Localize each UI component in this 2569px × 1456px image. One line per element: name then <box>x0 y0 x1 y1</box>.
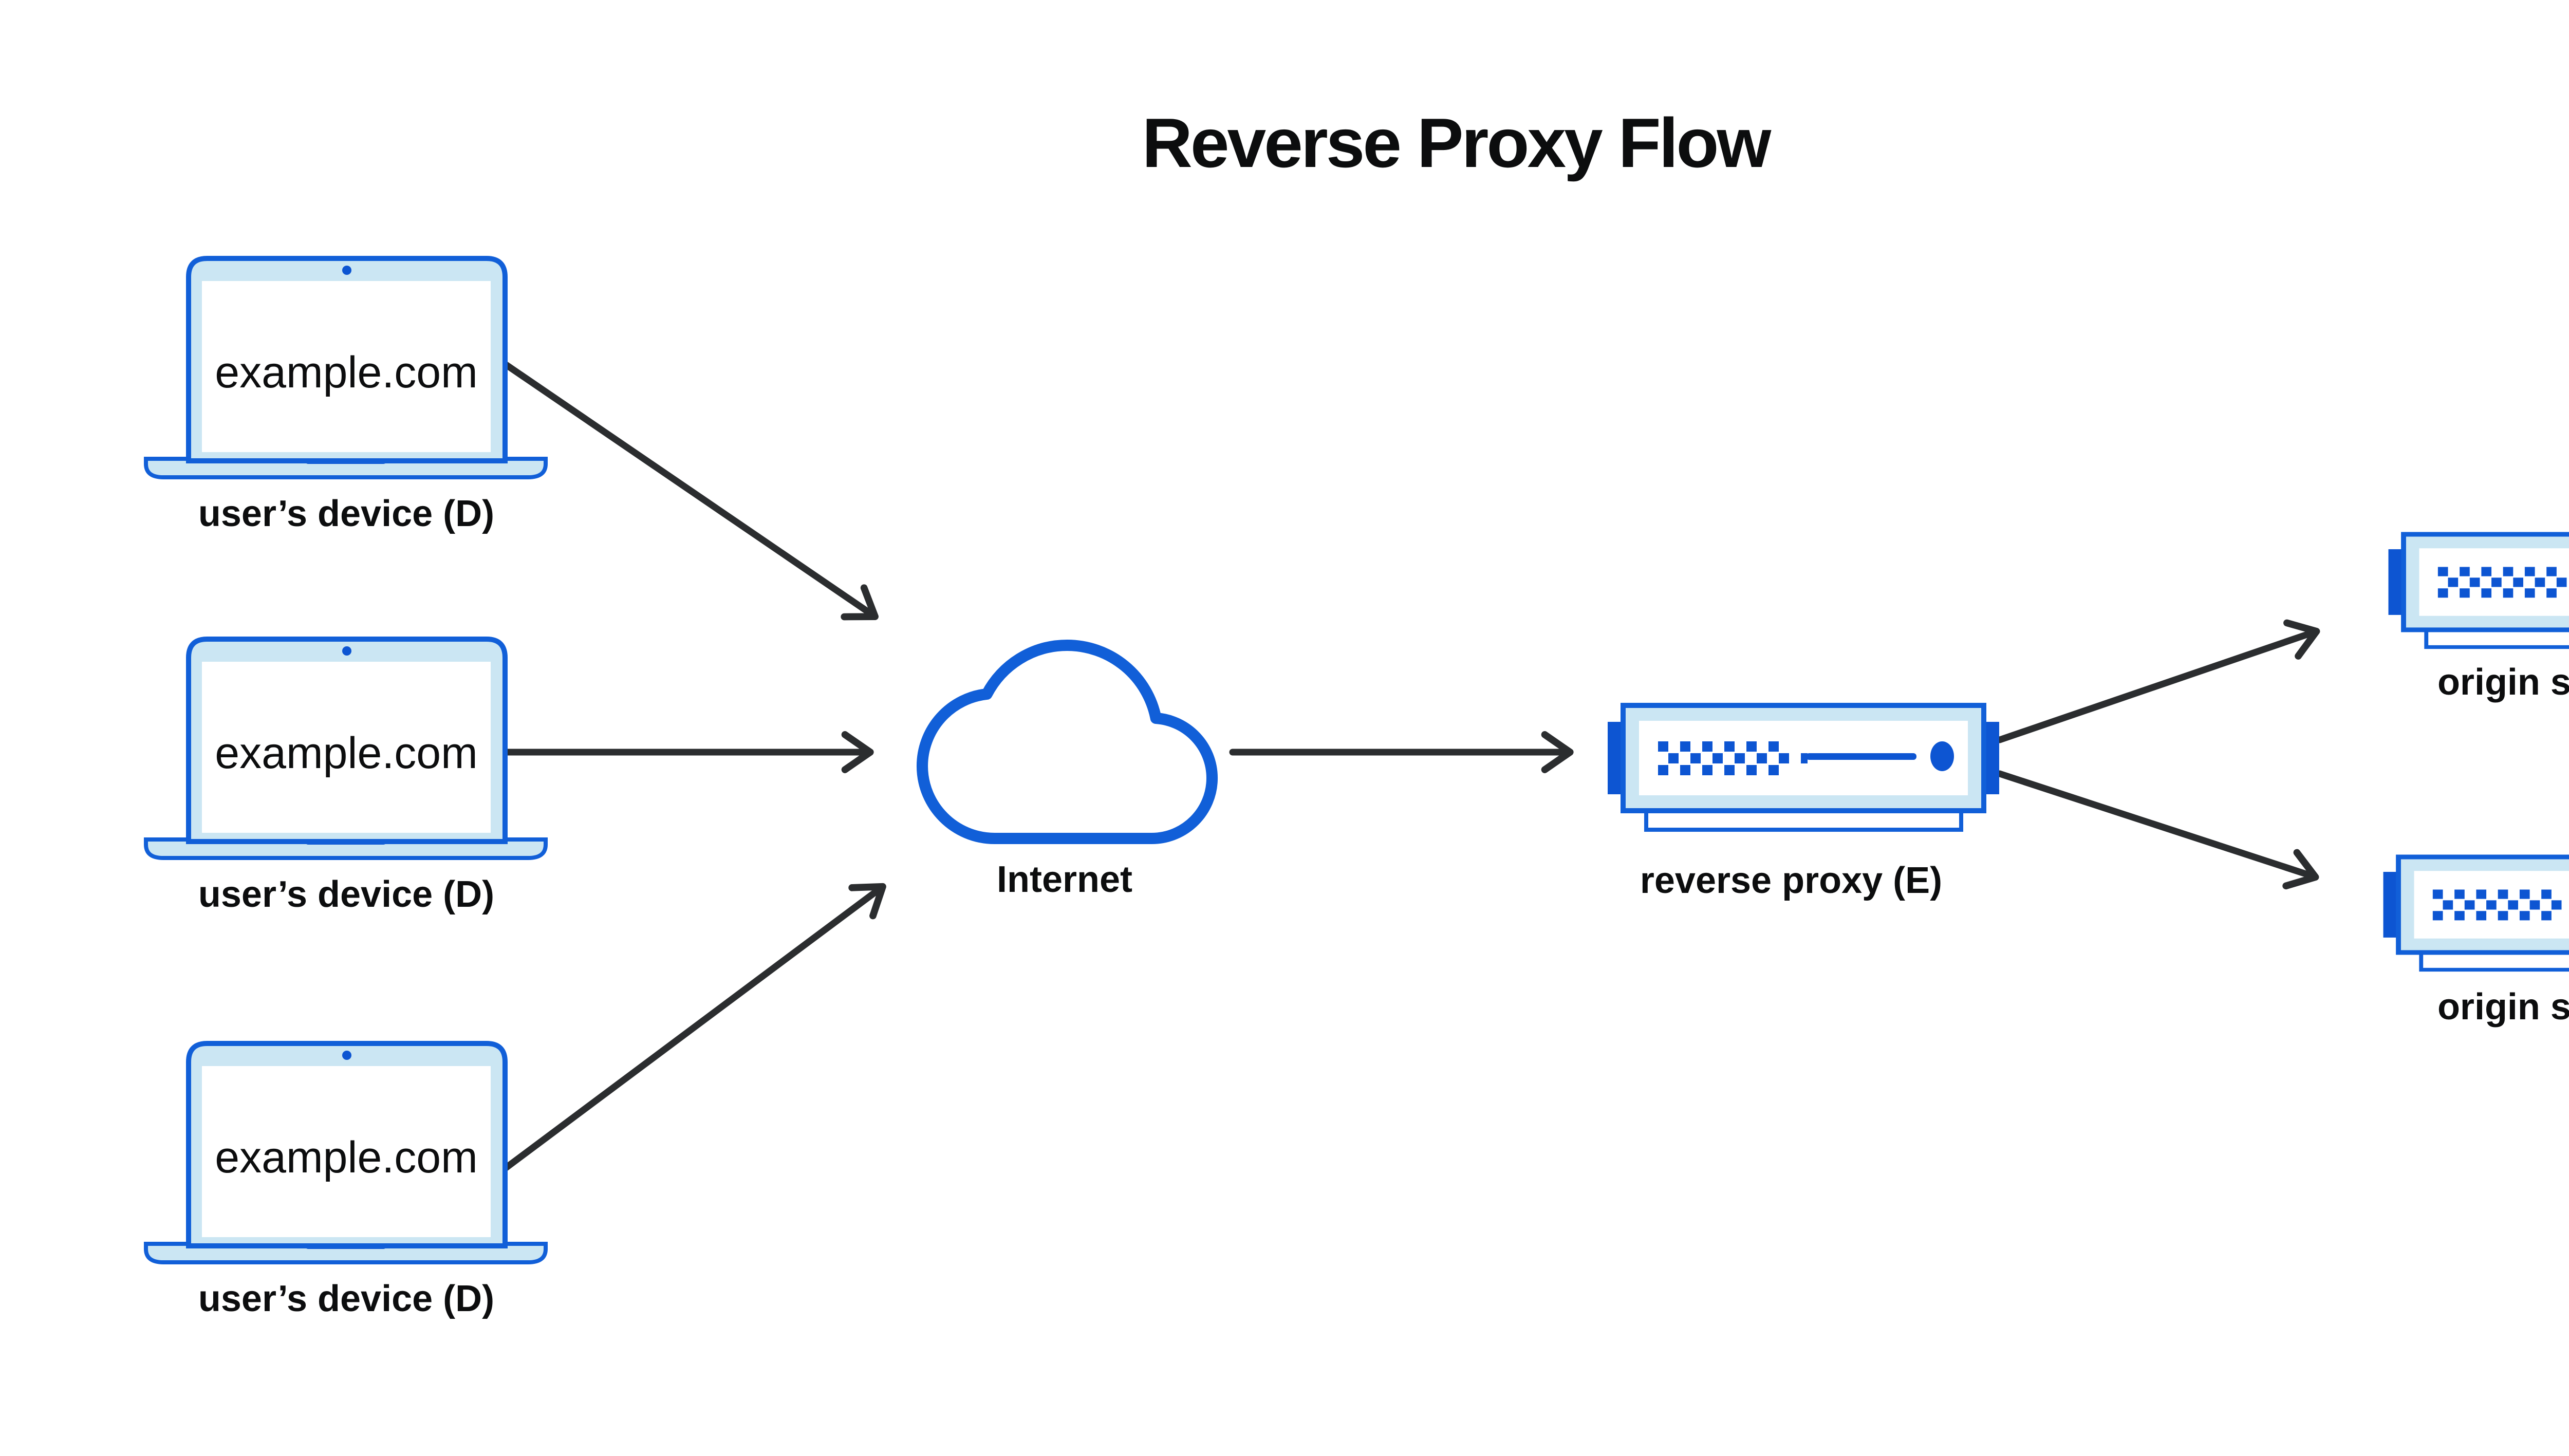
page-title: Reverse Proxy Flow <box>1142 104 1772 182</box>
user-device-1: example.com user’s device (D) <box>146 258 546 534</box>
origin-server-icon <box>2384 857 2569 969</box>
internet-label: Internet <box>997 859 1132 900</box>
device-label: user’s device (D) <box>198 493 494 534</box>
internet-node: Internet <box>916 639 1218 900</box>
user-device-2: example.com user’s device (D) <box>146 639 546 915</box>
origin-server-label: origin server (F) <box>2437 986 2569 1028</box>
cloud-icon <box>916 639 1218 845</box>
reverse-proxy-label: reverse proxy (E) <box>1640 860 1942 901</box>
arrow-device3-to-internet <box>499 883 886 1174</box>
device-label: user’s device (D) <box>198 1278 494 1319</box>
reverse-proxy-node: reverse proxy (E) <box>1608 705 1999 901</box>
arrow-device1-to-internet <box>502 361 879 621</box>
reverse-proxy-icon <box>1608 705 1999 830</box>
arrow-proxy-to-origin1 <box>1996 619 2320 743</box>
origin-server-icon <box>2389 534 2569 647</box>
device-label: user’s device (D) <box>198 874 494 915</box>
arrow-proxy-to-origin2 <box>1996 770 2319 890</box>
origin-server-1: origin server (F) <box>2389 534 2569 703</box>
device-screen-url: example.com <box>215 729 477 778</box>
device-screen-url: example.com <box>215 1133 477 1182</box>
origin-server-label: origin server (F) <box>2437 662 2569 703</box>
user-device-3: example.com user’s device (D) <box>146 1043 546 1319</box>
origin-server-2: origin server (F) <box>2384 857 2569 1028</box>
device-screen-url: example.com <box>215 348 477 397</box>
flow-arrows <box>499 361 2320 1174</box>
